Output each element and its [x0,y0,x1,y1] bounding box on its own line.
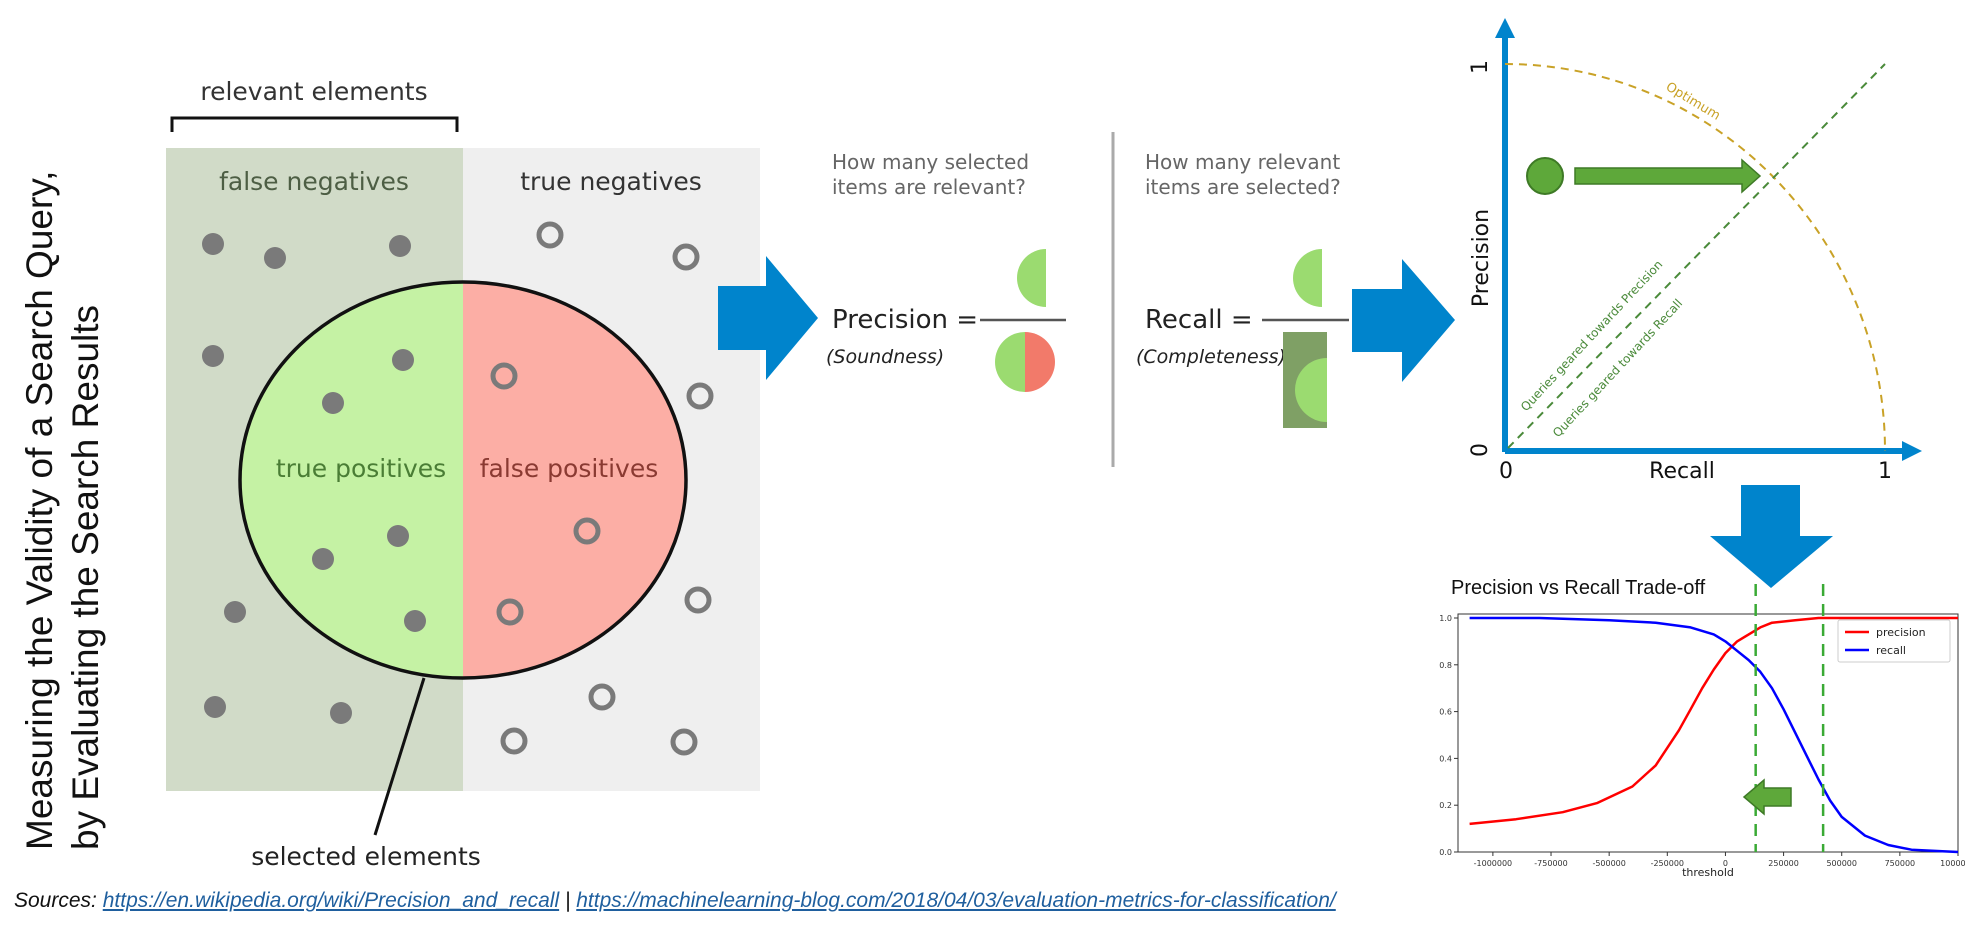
relevant-bracket [170,116,459,132]
optimum-label: Optimum [1663,80,1723,124]
vertical-title: Measuring the Validity of a Search Query… [19,171,106,850]
non-relevant-dot [496,598,524,626]
y-tick-label: 1.0 [1439,614,1452,623]
sources-separator: | [559,889,577,912]
x-tick-label: -500000 [1592,859,1625,868]
precision-question-line2: items are relevant? [832,175,1026,199]
true-negatives-label: true negatives [520,167,702,196]
y-tick-label: 0.2 [1439,801,1452,810]
relevant-dots [202,233,426,724]
relevant-dot [322,392,344,414]
non-relevant-dot [670,728,698,756]
non-relevant-dot [500,727,528,755]
x-tick-label: 1000000 [1940,859,1965,868]
selected-ellipse [238,280,688,680]
x-tick-label: -750000 [1534,859,1567,868]
non-relevant-dots [490,221,714,756]
legend-precision-label: precision [1876,626,1926,639]
x-tick-label: -250000 [1651,859,1684,868]
sources-line: Sources: https://en.wikipedia.org/wiki/P… [14,889,1336,913]
selected-pointer-line [373,677,426,836]
pr-x-label: Recall [1649,459,1715,484]
precision-question-line1: How many selected [832,150,1029,174]
x-tick-label: 500000 [1826,859,1857,868]
query-dot [1526,157,1564,195]
x-tick-label: 0 [1723,859,1728,868]
pr-y-tick-0: 0 [1468,443,1493,457]
pr-x-axis-arrowhead [1902,441,1922,461]
series-line-precision [1469,616,1958,826]
selected-elements-label: selected elements [251,842,481,871]
relevant-dot [264,247,286,269]
precision-label: Precision = [832,305,978,335]
x-tick-label: -1000000 [1474,859,1513,868]
x-tick-label: 750000 [1885,859,1916,868]
relevant-dot [202,233,224,255]
relevant-dot [404,610,426,632]
flow-arrow-down [1710,485,1833,588]
recall-numerator-half-circle [1293,249,1322,307]
non-relevant-dot [573,517,601,545]
tradeoff-chart-title: Precision vs Recall Trade-off [1451,577,1706,599]
precision-numerator-half-circle [1017,249,1046,307]
true-positives-region [240,282,463,678]
relevant-dot [330,702,352,724]
pr-x-tick-0: 0 [1499,459,1513,484]
false-positives-region [463,282,686,678]
recall-question-line2: items are selected? [1145,175,1341,199]
source-link-ml-blog[interactable]: https://machinelearning-blog.com/2018/04… [576,889,1336,912]
non-relevant-dot [684,586,712,614]
source-link-wikipedia[interactable]: https://en.wikipedia.org/wiki/Precision_… [102,889,560,912]
pr-y-axis-arrowhead [1495,18,1515,38]
query-improvement-arrow [1574,158,1762,194]
false-negatives-label: false negatives [219,167,409,196]
non-relevant-dot [490,362,518,390]
recall-label: Recall = [1145,305,1253,335]
precision-sublabel: (Soundness) [826,346,944,368]
recall-sublabel: (Completeness) [1136,346,1286,368]
vertical-title-line1: Measuring the Validity of a Search Query… [19,171,60,850]
recall-question-line1: How many relevant [1145,150,1340,174]
sources-prefix: Sources: [14,889,97,912]
series-line-recall [1469,616,1959,854]
non-relevant-dot [672,243,700,271]
precision-denominator-left [995,332,1025,392]
relevant-elements-label: relevant elements [200,77,427,106]
tradeoff-legend [1837,619,1951,663]
y-tick-label: 0.8 [1439,661,1452,670]
pr-y-label: Precision [1469,209,1494,307]
recall-denominator-half-circle [1295,358,1327,422]
pr-y-tick-1: 1 [1468,60,1493,74]
legend-recall-label: recall [1876,644,1906,657]
y-tick-label: 0.0 [1439,848,1452,857]
flow-arrow-right-2 [1352,259,1455,382]
pr-x-tick-1: 1 [1878,459,1892,484]
false-positives-label: false positives [480,454,659,483]
true-positives-label: true positives [276,454,446,483]
relevant-dot [202,345,224,367]
non-relevant-dot [588,683,616,711]
relevant-dot [392,349,414,371]
y-tick-label: 0.4 [1439,754,1452,763]
non-relevant-dot [686,382,714,410]
relevant-dot [389,235,411,257]
tradeoff-chart: threshold -1000000 -750000 -500000 -250000 0… [1439,584,1965,879]
vertical-title-line2: by Evaluating the Search Results [65,305,106,850]
non-relevant-dot [536,221,564,249]
relevant-dot [312,548,334,570]
pr-diagonal [1507,63,1886,449]
y-tick-label: 0.6 [1439,708,1452,717]
threshold-shift-arrow [1742,778,1792,816]
precision-denominator-right [1025,332,1055,392]
flow-arrow-right-1 [718,256,818,380]
relevant-dot [387,525,409,547]
x-tick-label: 250000 [1768,859,1799,868]
relevant-dot [204,696,226,718]
tradeoff-x-axis-label: threshold [1682,866,1734,879]
relevant-dot [224,601,246,623]
